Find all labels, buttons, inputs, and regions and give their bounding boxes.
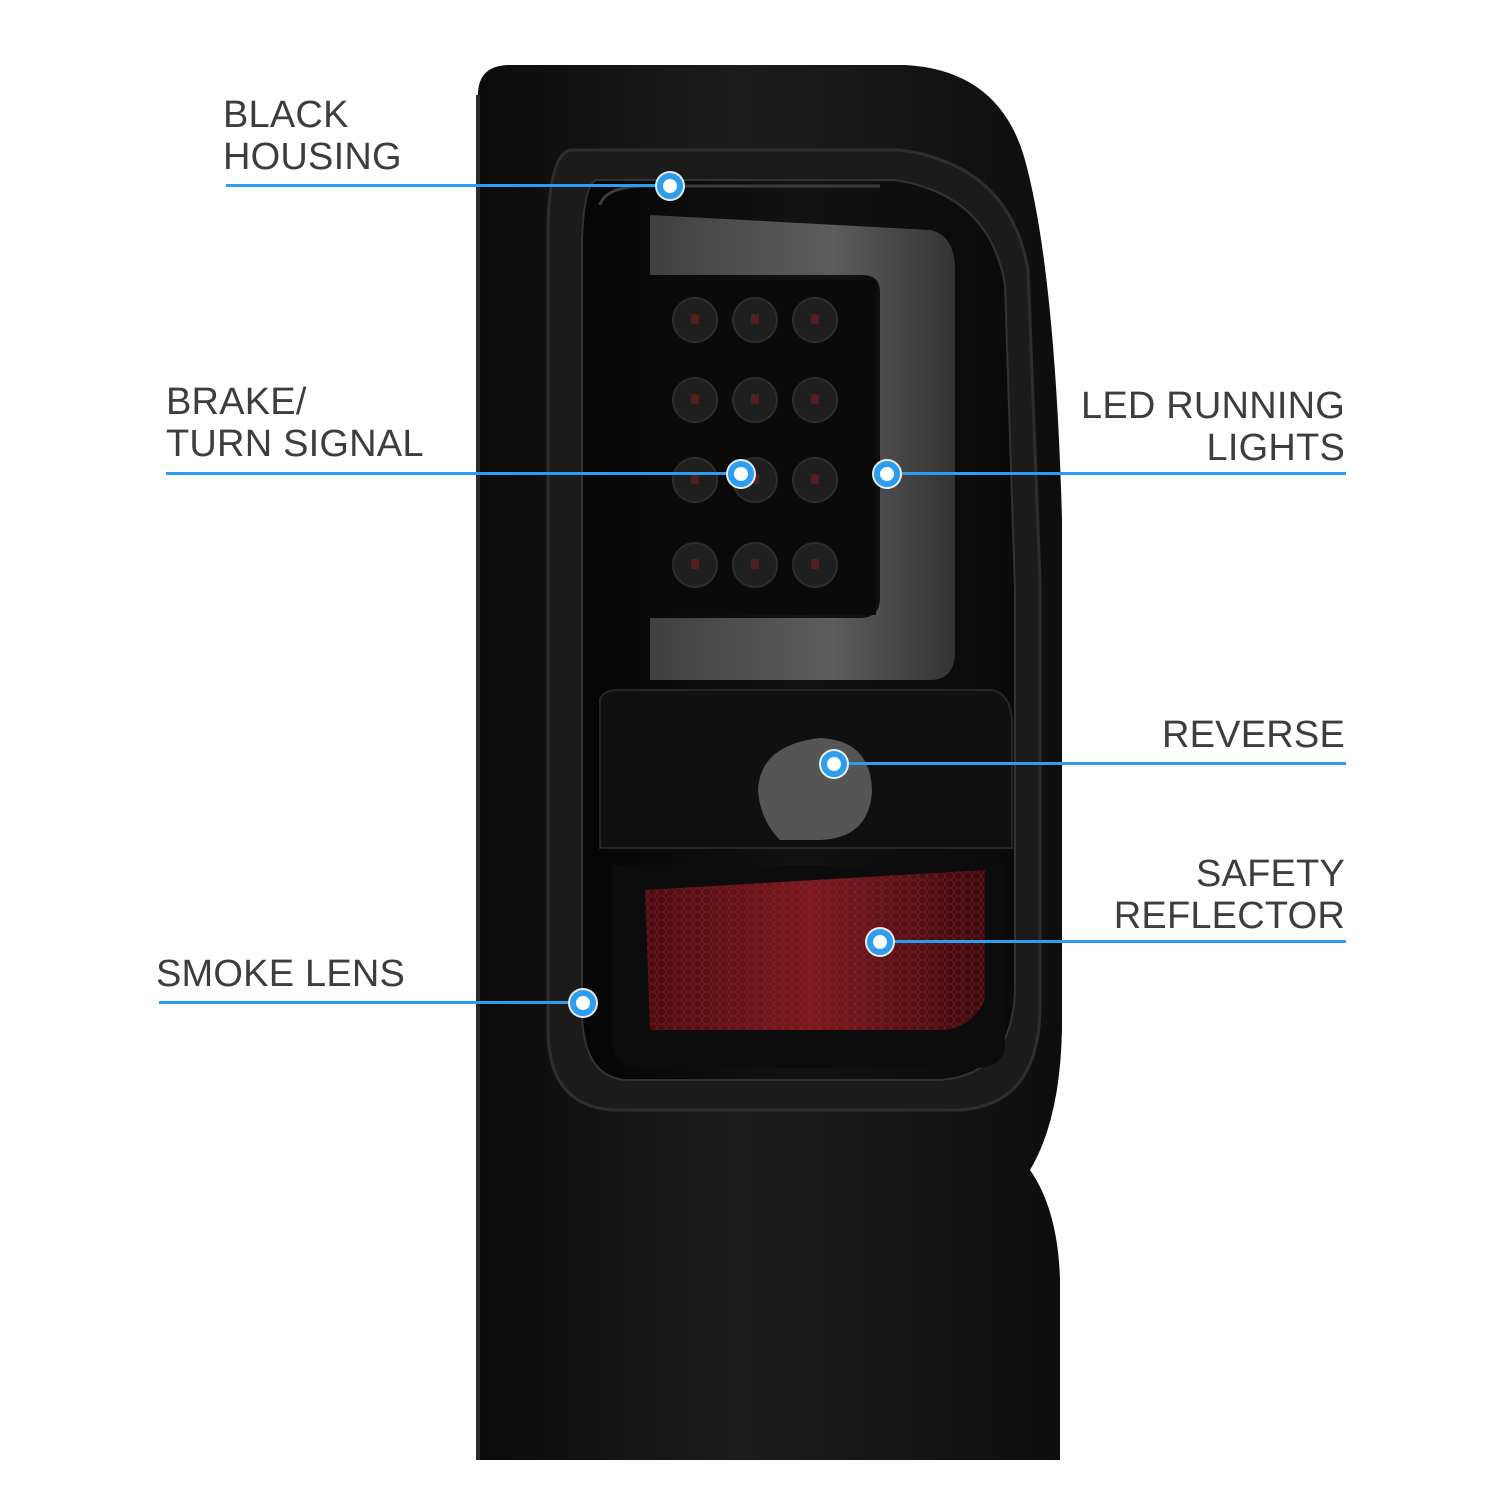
callout-brake-turn-signal: BRAKE/ TURN SIGNAL — [166, 381, 424, 465]
led-grid — [672, 297, 838, 588]
callout-black-housing: BLACK HOUSING — [223, 94, 402, 178]
callout-safety-reflector: SAFETY REFLECTOR — [1080, 853, 1345, 937]
smoke-lens-leader — [159, 1001, 583, 1004]
led-running-line2: LIGHTS — [1206, 427, 1345, 469]
smoke-lens-line1: SMOKE LENS — [156, 953, 406, 995]
callout-reverse: REVERSE — [1100, 714, 1345, 756]
safety-reflector-marker — [867, 929, 893, 955]
callout-led-running-lights: LED RUNNING LIGHTS — [1040, 385, 1345, 469]
brake-turn-leader — [166, 472, 741, 475]
brake-turn-marker — [728, 461, 754, 487]
reverse-marker — [821, 751, 847, 777]
safety-reflector-leader — [880, 940, 1346, 943]
reverse-line1: REVERSE — [1161, 714, 1345, 756]
black-housing-line1: BLACK — [223, 94, 349, 136]
black-housing-line2: HOUSING — [223, 136, 402, 178]
smoke-lens-marker — [570, 990, 596, 1016]
brake-turn-line1: BRAKE/ — [166, 381, 307, 423]
callout-smoke-lens: SMOKE LENS — [156, 953, 405, 995]
led-running-leader — [887, 472, 1346, 475]
safety-reflector-line1: SAFETY — [1195, 853, 1345, 895]
led-light-bar — [650, 215, 955, 680]
safety-reflector-line2: REFLECTOR — [1113, 895, 1345, 937]
led-running-line1: LED RUNNING — [1080, 385, 1345, 427]
reverse-leader — [834, 762, 1346, 765]
black-housing-marker — [657, 173, 683, 199]
brake-turn-line2: TURN SIGNAL — [166, 423, 424, 465]
led-running-marker — [874, 461, 900, 487]
black-housing-leader — [226, 184, 670, 187]
